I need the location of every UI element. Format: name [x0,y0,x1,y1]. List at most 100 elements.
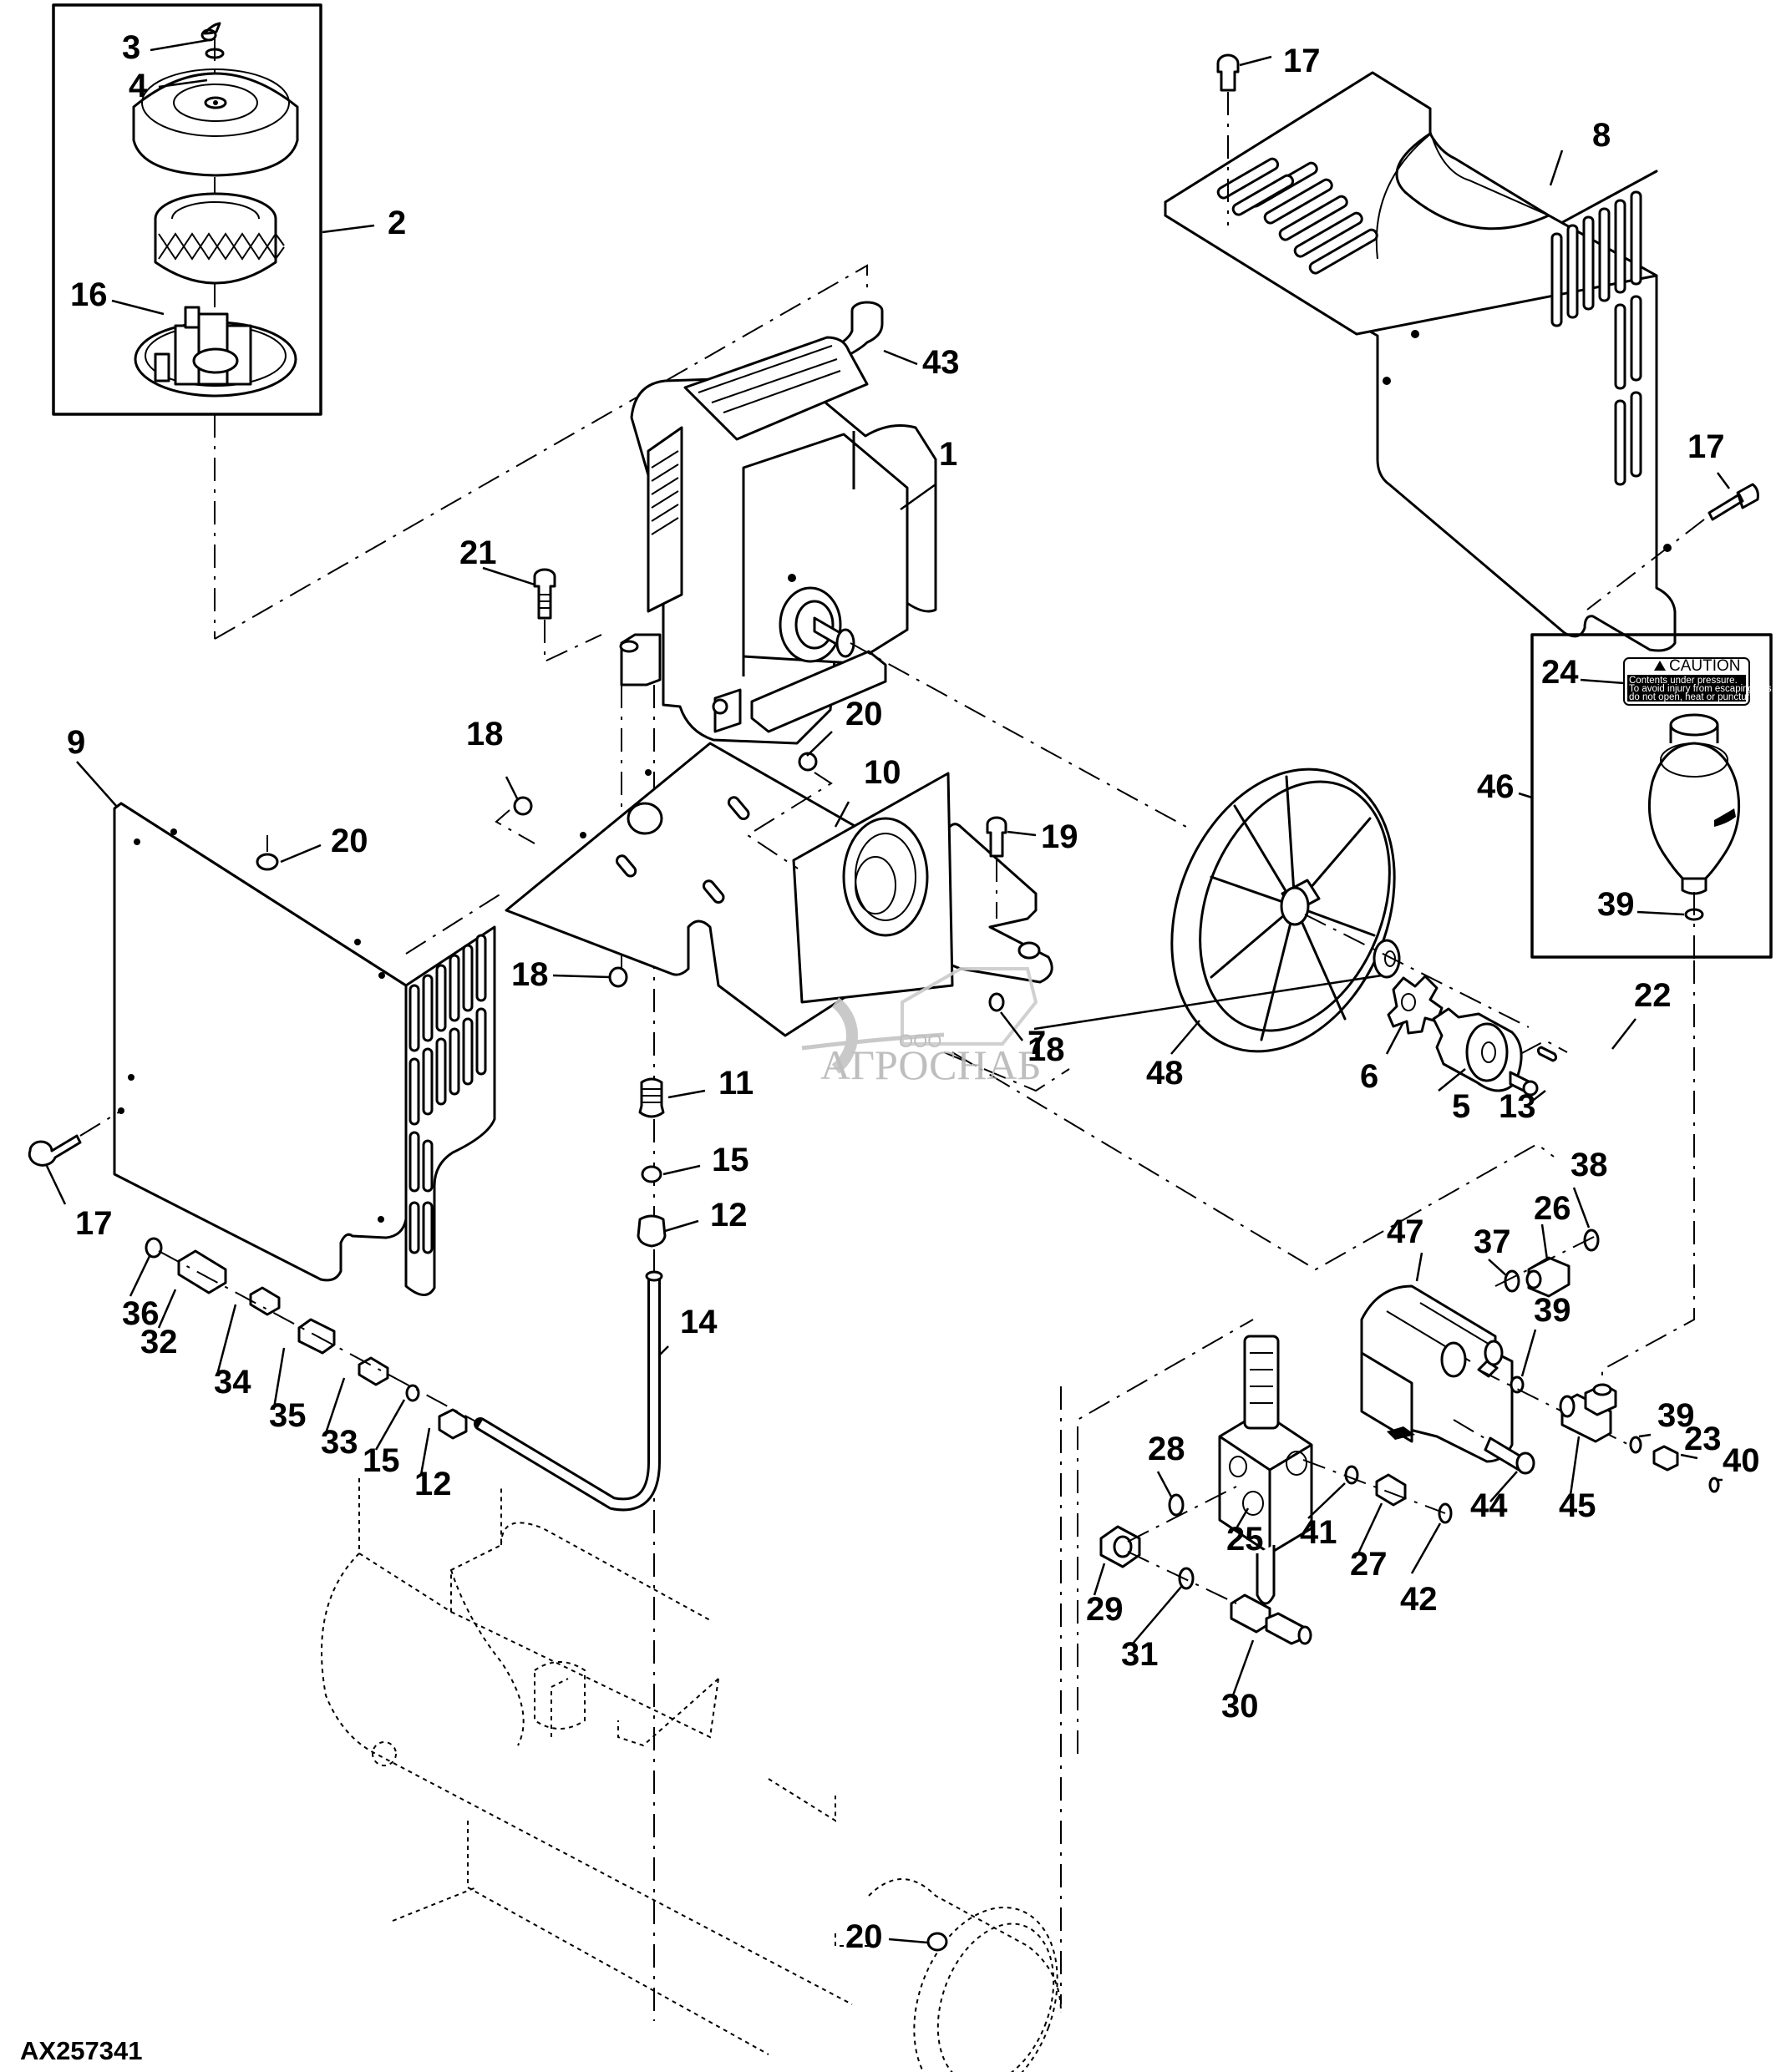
callout-mounting-plate: 10 [834,754,901,828]
callout-leader-line [272,1347,286,1409]
callout-nut-fitting: 12 [414,1427,452,1502]
callout-number: 26 [1534,1190,1571,1227]
callout-leader-line [1410,1522,1442,1574]
callout-leader-line [1235,1507,1250,1529]
callout-number: 41 [1300,1514,1337,1551]
filter-element-part [154,192,285,285]
callout-leader-line [482,566,535,586]
callout-leader-line [552,974,611,979]
accumulator-kit-frame [1530,633,1773,959]
callout-number: 23 [1684,1421,1722,1457]
callout-nut: 18 [511,956,611,993]
nut-part-18a [513,796,533,816]
callout-leader-line [900,483,936,511]
callout-o-ring: 39 [1520,1292,1571,1377]
callout-number: 17 [75,1205,113,1242]
callout-leader-line [1530,1090,1546,1103]
callout-coupling-insert: 6 [1360,1021,1405,1095]
accumulator-part [1647,713,1741,895]
callout-fitting: 23 [1680,1421,1722,1460]
o-ring-part-37 [1504,1269,1520,1293]
callout-leader-line [1415,1252,1423,1282]
air-filter-kit-frame [52,3,322,416]
callout-number: 34 [214,1364,251,1401]
callout-number: 18 [466,716,504,752]
o-ring-part-41 [1344,1465,1359,1485]
callout-hydraulic-pump: 47 [1387,1213,1424,1282]
callout-number: 20 [331,823,368,859]
cap-screw-part-19 [986,816,1007,858]
callout-nut: 20 [280,823,368,864]
o-ring-part-40 [1708,1477,1720,1493]
callout-leader-line [664,1219,699,1233]
callout-number: 21 [459,534,497,571]
callout-o-ring: 41 [1300,1482,1346,1551]
callout-belt-guard-cover: 8 [1549,117,1611,186]
callout-coupling-hub: 5 [1438,1068,1470,1125]
o-ring-part-39b [1510,1375,1525,1394]
callout-number: 36 [122,1295,160,1332]
callout-plug: 36 [122,1254,160,1332]
callout-leader-line [129,1254,152,1297]
callout-leader-line [659,1345,669,1355]
callout-leader-line [1636,910,1685,916]
callout-number: 32 [140,1324,178,1360]
callout-tube: 14 [659,1304,718,1355]
callout-side-shield: 9 [67,724,118,808]
callout-elbow-fitting: 43 [883,344,960,381]
figure-id: AX257341 [20,2036,143,2065]
callout-o-ring: 39 [1597,886,1685,923]
callout-caution-decal: 24 [1541,654,1625,691]
callout-leader-line [1488,1259,1508,1277]
ferrule-part-15b [405,1384,420,1402]
callout-number: 45 [1559,1487,1596,1524]
coupler-part-32 [177,1249,227,1294]
callout-fan-pulley: 48 [1146,1020,1200,1092]
callout-number: 15 [363,1442,400,1479]
cap-screw-part-44 [1484,1436,1535,1475]
callout-coupler: 35 [269,1347,307,1434]
callout-number: 6 [1360,1058,1378,1095]
callout-fitting: 11 [667,1065,754,1102]
o-ring-part-31 [1178,1567,1195,1590]
callout-fitting: 34 [214,1304,251,1401]
coupling-hub-part [1432,1007,1523,1092]
callout-leader-line [1033,974,1383,1031]
callout-leader-line [1357,1502,1383,1554]
callout-cap-screw: 17 [45,1165,113,1242]
elbow-fitting-part-29 [1099,1525,1141,1568]
callout-washer: 4 [129,68,208,104]
compressor-pump-part [619,336,937,745]
tube-part [474,1270,663,1512]
plug-part [145,1237,163,1259]
callout-valve-block: 25 [1226,1507,1264,1558]
callout-leader-line [322,224,375,234]
callout-leader-line [1000,1011,1023,1041]
callout-number: 18 [1028,1031,1065,1068]
gear-icon [831,997,858,1074]
callout-leader-line [1680,1453,1698,1460]
ferrule-part-15a [641,1165,662,1183]
filter-base-part [134,306,297,398]
callout-leader-line [111,299,165,316]
coupling-insert-part [1387,975,1444,1035]
callout-o-ring: 31 [1121,1586,1182,1673]
fitting-part-26 [1525,1256,1570,1298]
callout-nut-fitting: 12 [664,1197,748,1234]
callout-leader-line [1572,1187,1591,1229]
callout-nut: 20 [806,696,883,757]
callout-leader-line [45,1165,67,1205]
callout-leader-line [1518,792,1533,799]
fan-pulley-part [1170,768,1396,1053]
watermark-name: АГРОСНАБ [820,1041,1041,1088]
callout-number: 20 [845,696,883,732]
fitting-part-11 [638,1077,665,1118]
callout-leader-line [1716,472,1731,489]
callout-compressor-pump: 1 [900,436,957,511]
callout-cap-screw: 17 [1687,428,1731,489]
cap-screw-part-21 [533,568,556,620]
cap-screw-part-17c [28,1134,82,1167]
callout-number: 39 [1657,1397,1695,1434]
callout-washer: 7 [1028,974,1383,1061]
callout-number: 30 [1221,1688,1259,1725]
